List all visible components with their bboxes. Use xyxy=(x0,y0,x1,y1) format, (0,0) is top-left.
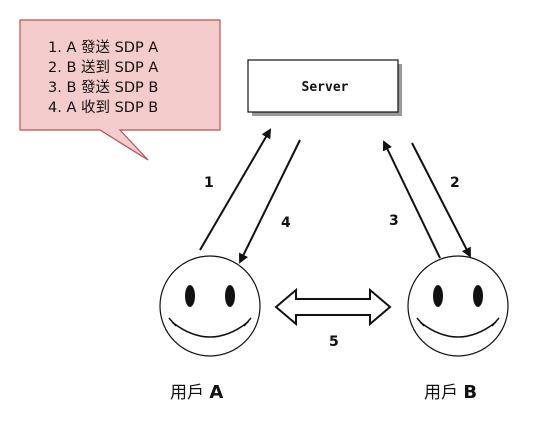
step-number-1: 1 xyxy=(204,175,214,191)
user-a-prefix: 用戶 xyxy=(170,383,204,403)
step-number-2: 2 xyxy=(450,175,460,191)
user-b-label: 用戶 B xyxy=(424,378,477,403)
arrow-1 xyxy=(199,128,272,251)
callout-line-1: 1. A 發送 SDP A xyxy=(48,40,159,56)
smiley-face-b-icon xyxy=(407,255,509,357)
step-number-4: 4 xyxy=(281,215,291,231)
arrow-3 xyxy=(382,140,441,259)
callout-bubble xyxy=(19,19,221,161)
server-box xyxy=(247,59,399,113)
callout-line-3: 3. B 發送 SDP B xyxy=(48,80,159,96)
user-a-name: A xyxy=(209,382,224,403)
arrow-4 xyxy=(239,139,301,264)
server-label: Server xyxy=(301,80,349,95)
double-arrow-5 xyxy=(274,287,392,327)
user-b-prefix: 用戶 xyxy=(424,383,458,403)
callout-line-4: 4. A 收到 SDP B xyxy=(48,100,159,116)
user-a-label: 用戶 A xyxy=(170,378,223,403)
step-number-5: 5 xyxy=(329,334,339,350)
callout-line-2: 2. B 送到 SDP A xyxy=(48,60,159,76)
step-number-3: 3 xyxy=(389,213,399,229)
smiley-face-a-icon xyxy=(159,255,261,357)
user-b-name: B xyxy=(463,382,478,403)
arrow-2 xyxy=(411,142,471,258)
callout-text: 1. A 發送 SDP A 2. B 送到 SDP A 3. B 發送 SDP … xyxy=(48,38,158,118)
